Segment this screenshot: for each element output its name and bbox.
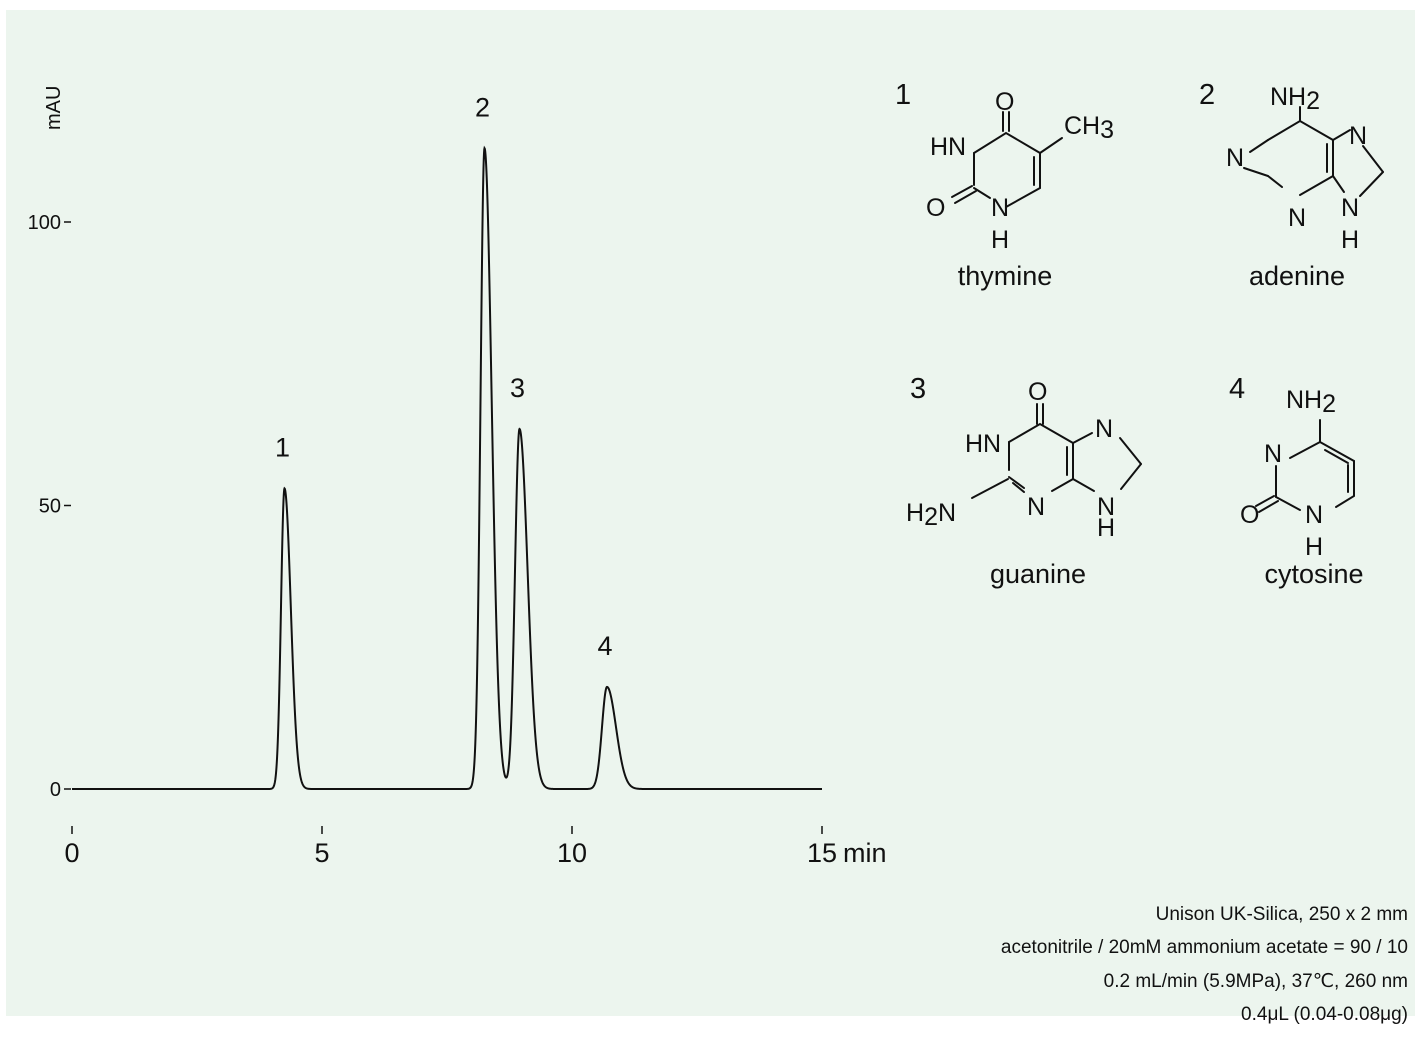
atom-label: NH2	[1286, 386, 1336, 418]
x-tick-label: 5	[314, 838, 329, 868]
atom-label: N	[1264, 440, 1282, 468]
bond	[1039, 137, 1063, 154]
atom-label: N	[1305, 501, 1323, 529]
structure-adenine: 2 NH2 N N N N H adenine	[1199, 79, 1384, 291]
atom-subscript: 2	[924, 503, 938, 531]
atom-label: HN	[930, 133, 966, 161]
x-tick-label: 0	[64, 838, 79, 868]
bond	[1275, 496, 1301, 511]
atom-label: N	[1226, 144, 1244, 172]
bond	[1362, 145, 1384, 173]
x-axis: 0 5 10 15	[64, 826, 837, 868]
y-axis-ticks: 0 50 100	[28, 212, 71, 801]
run-conditions: Unison UK-Silica, 250 x 2 mm acetonitril…	[1001, 904, 1408, 1025]
chromatogram-trace	[72, 145, 822, 790]
peak-label: 3	[510, 373, 525, 403]
atom-label: N	[1095, 415, 1113, 443]
y-axis-label: mAU	[43, 86, 65, 130]
bond	[1072, 478, 1095, 492]
bond	[1359, 171, 1384, 197]
x-axis-label: min	[843, 838, 887, 868]
structure-thymine: 1 O HN O N H CH3 thymine	[895, 79, 1114, 291]
compound-number: 4	[1229, 373, 1245, 405]
atom-label: N	[1097, 493, 1115, 521]
bond	[951, 185, 973, 198]
y-tick-label: 50	[39, 496, 61, 518]
compound-number: 2	[1199, 79, 1215, 111]
chromatogram: mAU 0 50 100 0 5 10 15 min 1 2 3 4	[28, 86, 887, 868]
bond	[1008, 422, 1074, 492]
atom-subscript: 2	[1322, 390, 1336, 418]
structure-cytosine: 4 NH2 N O N H cytosine	[1229, 373, 1364, 589]
atom-label: H	[991, 226, 1009, 254]
atom-subscript: 3	[1100, 116, 1114, 144]
bond	[1243, 167, 1269, 177]
bond	[1249, 139, 1269, 153]
x-tick-label: 10	[557, 838, 587, 868]
bond	[973, 187, 991, 199]
atom-text: NH	[1270, 83, 1306, 111]
atom-label: O	[1240, 501, 1259, 529]
peak-label: 2	[475, 92, 490, 122]
atom-label: O	[1028, 378, 1047, 406]
compound-number: 3	[910, 373, 926, 405]
compound-name: cytosine	[1264, 559, 1363, 589]
peak-label: 1	[275, 432, 290, 462]
atom-label: N	[1349, 122, 1367, 150]
bond	[971, 478, 1009, 499]
y-tick-label: 0	[50, 779, 61, 801]
atom-label: O	[995, 88, 1014, 116]
atom-label: H2N	[906, 499, 956, 531]
bond	[1120, 463, 1142, 490]
atom-text: N	[938, 499, 956, 527]
atom-label: HN	[965, 430, 1001, 458]
x-tick-label: 15	[807, 838, 837, 868]
bond	[1267, 175, 1283, 188]
condition-flow-temp-wavelength: 0.2 mL/min (5.9MPa), 37℃, 260 nm	[1104, 971, 1408, 992]
atom-label: H	[1305, 533, 1323, 561]
bond	[1332, 175, 1345, 193]
y-tick-label: 100	[28, 212, 61, 234]
atom-label: N	[1288, 204, 1306, 232]
atom-label: H	[1341, 226, 1359, 254]
condition-injection: 0.4μL (0.04-0.08μg)	[1241, 1004, 1408, 1025]
peak-labels: 1 2 3 4	[275, 92, 613, 661]
structure-guanine: 3 O HN N N N H H2N guanine	[906, 373, 1142, 589]
condition-mobile-phase: acetonitrile / 20mM ammonium acetate = 9…	[1001, 937, 1408, 958]
atom-text: H	[906, 499, 924, 527]
bond	[1119, 437, 1142, 465]
compound-name: guanine	[990, 559, 1086, 589]
atom-label: O	[926, 194, 945, 222]
bond	[1012, 482, 1025, 493]
atom-label: N	[1341, 194, 1359, 222]
atom-label: H	[1097, 514, 1115, 542]
atom-label: CH3	[1064, 112, 1114, 144]
atom-text: CH	[1064, 112, 1100, 140]
atom-label: NH2	[1270, 83, 1320, 115]
bond	[1332, 129, 1351, 141]
bond	[1324, 449, 1349, 464]
compound-number: 1	[895, 79, 911, 111]
bond	[1255, 495, 1275, 507]
peak-label: 4	[597, 631, 612, 661]
bond	[1072, 432, 1093, 444]
structures: 1 O HN O N H CH3 thymine 2	[895, 79, 1384, 589]
atom-label: N	[991, 194, 1009, 222]
atom-label: N	[1027, 493, 1045, 521]
bond	[1008, 476, 1025, 489]
atom-text: NH	[1286, 386, 1322, 414]
atom-subscript: 2	[1306, 87, 1320, 115]
condition-column: Unison UK-Silica, 250 x 2 mm	[1156, 904, 1408, 925]
figure-panel	[6, 10, 1415, 1016]
compound-name: thymine	[958, 261, 1053, 291]
bond	[954, 190, 977, 204]
compound-name: adenine	[1249, 261, 1345, 291]
bond	[1289, 440, 1355, 508]
bond	[1258, 500, 1279, 513]
